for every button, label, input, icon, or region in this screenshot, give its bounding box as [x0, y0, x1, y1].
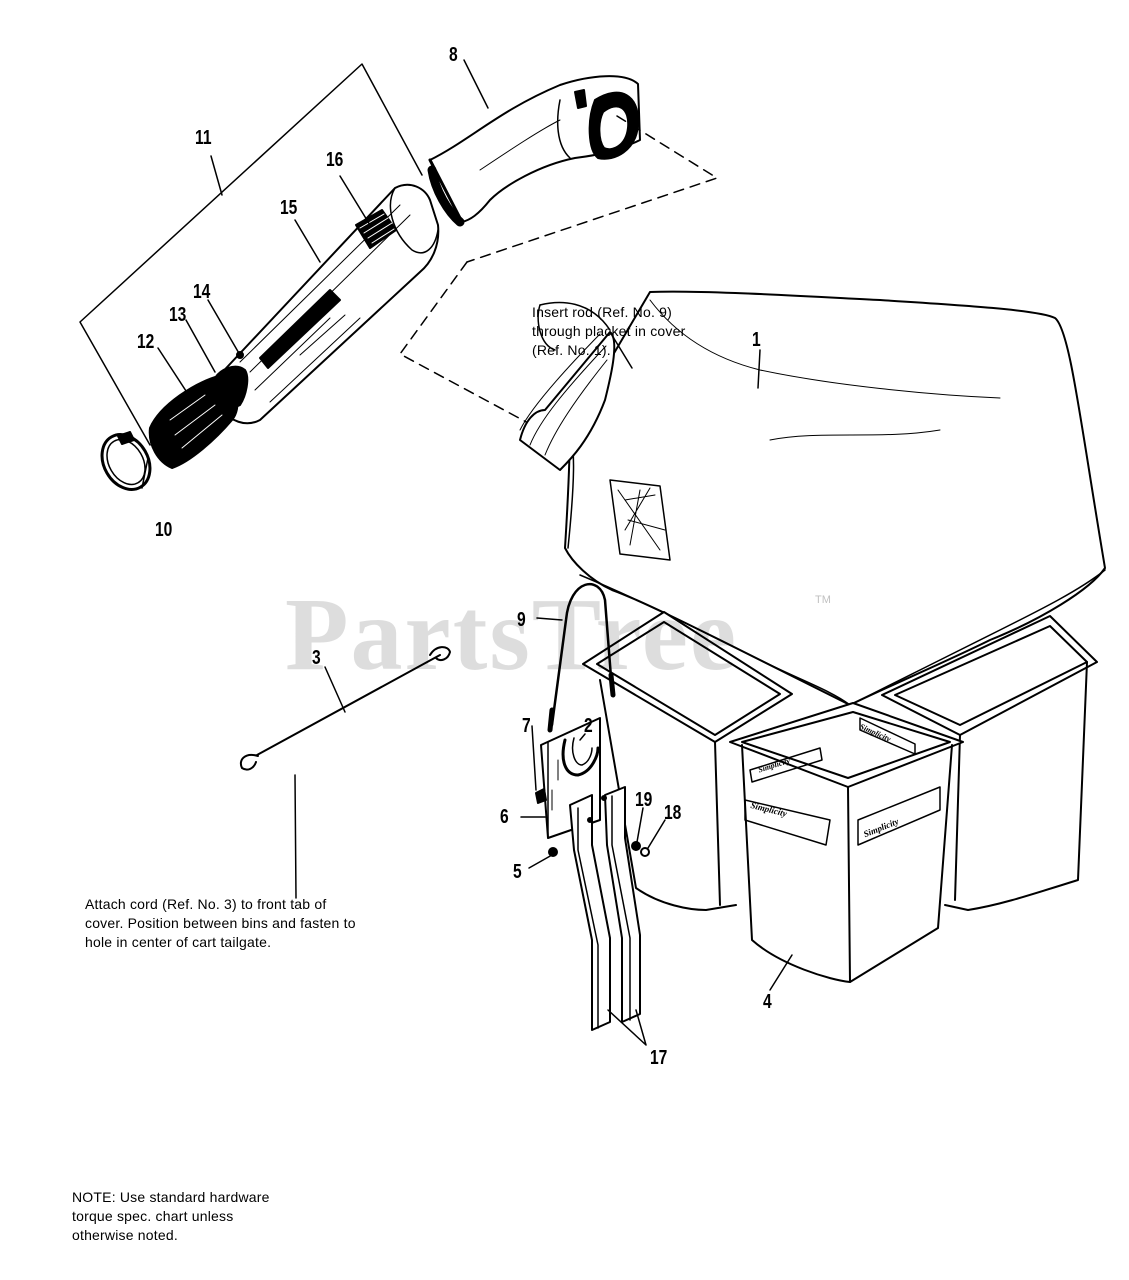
note-hardware-line-1: NOTE: Use standard hardware: [72, 1189, 270, 1205]
alignment-lines: [399, 115, 718, 425]
watermark: PartsTree: [285, 577, 739, 692]
bag-cover-part-1: [539, 290, 1106, 706]
note-insert-rod-line-2: through placket in cover: [532, 323, 686, 339]
hardware-parts-5-7-18-19: [535, 788, 650, 857]
hose-part-12: [148, 374, 239, 469]
bin-left: [582, 611, 793, 911]
callout-6: 6: [500, 806, 509, 828]
callout-13: 13: [169, 304, 187, 326]
note-insert-rod-line-3: (Ref. No. 1).: [532, 342, 611, 358]
callout-14: 14: [193, 281, 211, 303]
hook-part-2: [561, 737, 600, 777]
callout-8: 8: [449, 44, 458, 66]
note-hardware-line-2: torque spec. chart unless: [72, 1208, 234, 1224]
cord-part-3: [239, 646, 451, 771]
note-attach-cord-line-1: Attach cord (Ref. No. 3) to front tab of: [85, 896, 327, 912]
callout-11: 11: [195, 127, 212, 149]
callout-17: 17: [650, 1047, 668, 1069]
note-insert-rod: Insert rod (Ref. No. 9) through placket …: [532, 303, 685, 360]
callout-10: 10: [155, 519, 173, 541]
callout-12: 12: [137, 331, 155, 353]
bin-center-part-4: [729, 702, 964, 983]
discharge-tube-part-15: [214, 183, 440, 425]
callout-15: 15: [280, 197, 298, 219]
callout-9: 9: [517, 609, 526, 631]
callout-5: 5: [513, 861, 522, 883]
note-attach-cord: Attach cord (Ref. No. 3) to front tab of…: [85, 895, 356, 952]
bin-right: [881, 615, 1098, 911]
assembly-bracket-11: [79, 63, 423, 446]
note-hardware-torque: NOTE: Use standard hardware torque spec.…: [72, 1188, 270, 1245]
callout-1: 1: [752, 329, 761, 351]
callout-19: 19: [635, 789, 653, 811]
callout-3: 3: [312, 647, 321, 669]
note-insert-rod-line-1: Insert rod (Ref. No. 9): [532, 304, 672, 320]
note-attach-cord-line-3: hole in center of cart tailgate.: [85, 934, 272, 950]
watermark-tm: TM: [815, 594, 831, 606]
note-attach-cord-line-2: cover. Position between bins and fasten …: [85, 915, 356, 931]
callout-16: 16: [326, 149, 344, 171]
callout-4: 4: [763, 991, 772, 1013]
chute-elbow-part-8: [427, 75, 641, 227]
hose-clamp-part-10: [100, 431, 152, 491]
leader-lines: [141, 59, 793, 1046]
callout-7: 7: [522, 715, 531, 737]
cover-spout: [519, 304, 616, 471]
rod-part-9: [550, 582, 614, 727]
callout-18: 18: [664, 802, 682, 824]
callout-2: 2: [584, 715, 593, 737]
note-hardware-line-3: otherwise noted.: [72, 1227, 178, 1243]
rails-part-17: [569, 786, 641, 1031]
